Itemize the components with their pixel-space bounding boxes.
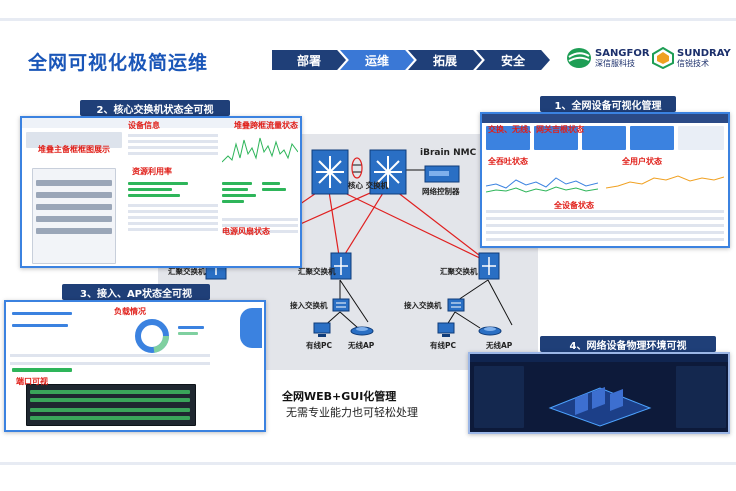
- page-title: 全网可视化极简运维: [28, 52, 209, 74]
- aggregation-switch-label: 汇聚交换机: [298, 267, 336, 276]
- step-deploy[interactable]: 部署: [272, 50, 346, 70]
- nmc-sub-label: 网络控制器: [422, 187, 460, 196]
- power-fan-label: 电源风扇状态: [222, 227, 270, 236]
- aggregation-switch-icon: [330, 252, 352, 280]
- sangfor-mark-icon: [567, 48, 591, 68]
- core-switch-panel[interactable]: 设备信息 堆叠跨框流量状态 堆叠主备框框图展示 资源利用率 电源风扇状态: [20, 116, 302, 268]
- port-view-label: 端口可视: [16, 377, 48, 386]
- access-switch-icon: [332, 298, 350, 312]
- resource-usage-label: 资源利用率: [132, 167, 172, 176]
- user-status-label: 全用户状态: [622, 157, 662, 166]
- stack-diagram-label: 堆叠主备框框图展示: [38, 145, 110, 154]
- footer-line-1: 全网WEB+GUI化管理: [282, 390, 397, 403]
- footer-line-2: 无需专业能力也可轻松处理: [286, 406, 418, 419]
- stack-traffic-label: 堆叠跨框流量状态: [234, 121, 298, 130]
- device-management-panel[interactable]: 交换、无线、网关吉根状态 全吞吐状态 全用户状态 全设备状态: [480, 112, 730, 248]
- device-status-label: 交换、无线、网关吉根状态: [488, 125, 584, 134]
- bottom-band: [0, 462, 736, 465]
- pc-icon: [313, 322, 331, 337]
- panel-2-tag: 2、核心交换机状态全可视: [80, 100, 230, 116]
- datacenter-3d-view: [548, 387, 652, 427]
- step-operate[interactable]: 运维: [340, 50, 414, 70]
- core-switch-icon: [369, 149, 407, 195]
- panel-1-tag: 1、全网设备可视化管理: [540, 96, 676, 112]
- ap-label: 无线AP: [348, 341, 375, 350]
- panel-3-tag: 3、接入、AP状态全可视: [62, 284, 210, 300]
- access-ap-panel[interactable]: 负载情况 端口可视: [4, 300, 266, 432]
- access-switch-label: 接入交换机: [404, 301, 442, 310]
- pc-label: 有线PC: [306, 341, 333, 350]
- user-chart: [606, 175, 724, 189]
- controller-device-icon: [424, 165, 460, 183]
- wireless-ap-icon: [478, 326, 502, 336]
- sangfor-name: SANGFOR: [595, 47, 650, 59]
- aggregation-switch-icon: [478, 252, 500, 280]
- nmc-title: iBrain NMC: [420, 148, 477, 158]
- core-switch-label: 核心 交换机: [348, 181, 389, 190]
- sundray-logo: SUNDRAY 信锐技术: [652, 47, 731, 69]
- sundray-mark-icon: [652, 47, 674, 69]
- aggregation-switch-label: 汇聚交换机: [168, 267, 206, 276]
- step-nav: 部署 运维 拓展 安全: [272, 50, 550, 70]
- step-extend[interactable]: 拓展: [408, 50, 482, 70]
- aggregation-switch-label: 汇聚交换机: [440, 267, 478, 276]
- sangfor-logo: SANGFOR 深信服科技: [566, 47, 650, 69]
- access-switch-icon: [447, 298, 465, 312]
- wireless-ap-icon: [350, 326, 374, 336]
- throughput-label: 全吞吐状态: [488, 157, 528, 166]
- all-device-status-label: 全设备状态: [554, 201, 594, 210]
- pc-icon: [437, 322, 455, 337]
- step-security[interactable]: 安全: [476, 50, 550, 70]
- throughput-chart: [486, 177, 598, 193]
- sangfor-sub: 深信服科技: [595, 58, 635, 68]
- device-info-label: 设备信息: [128, 121, 160, 130]
- core-switch-icon: [311, 149, 349, 195]
- ap-label: 无线AP: [486, 341, 513, 350]
- access-switch-label: 接入交换机: [290, 301, 328, 310]
- panel-4-tag: 4、网络设备物理环境可视: [540, 336, 716, 352]
- top-band: [0, 18, 736, 21]
- traffic-chart: [222, 137, 298, 163]
- load-donut-chart: [135, 319, 169, 353]
- pc-label: 有线PC: [430, 341, 457, 350]
- sundray-name: SUNDRAY: [677, 47, 731, 59]
- sundray-sub: 信锐技术: [677, 58, 709, 68]
- environment-panel[interactable]: [468, 352, 730, 434]
- load-status-label: 负载情况: [114, 307, 146, 316]
